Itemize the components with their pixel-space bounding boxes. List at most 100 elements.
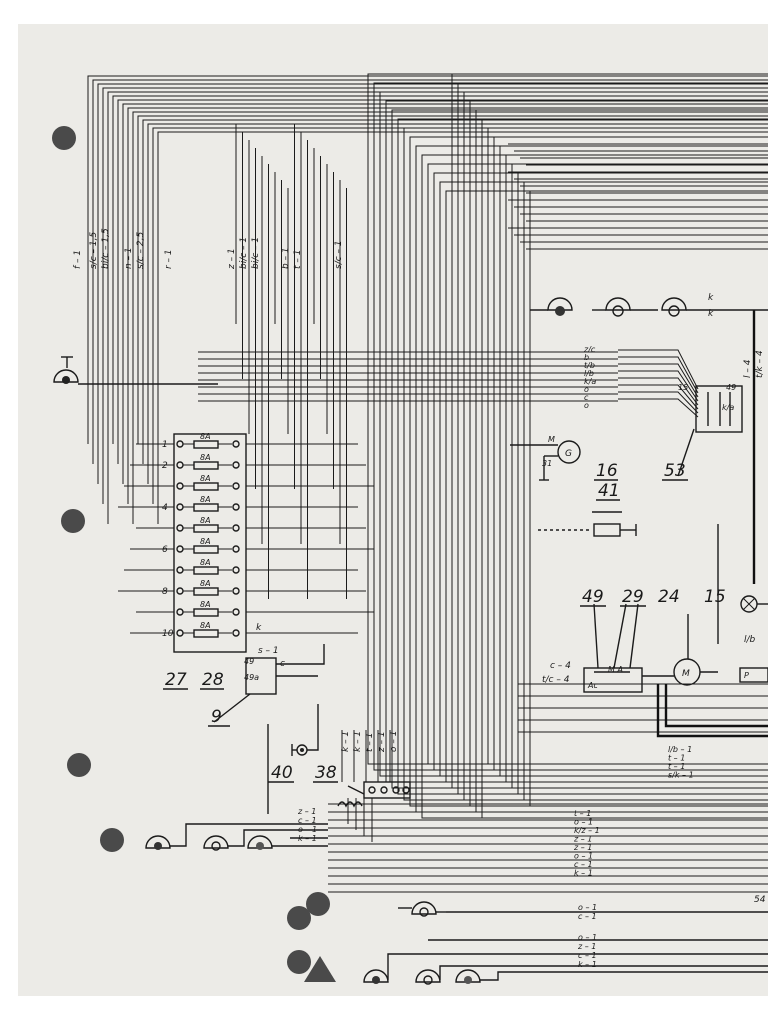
- relay-53: [677, 385, 743, 477]
- wire-code-label: o – 1: [298, 825, 317, 834]
- fuse-row-number: 4: [162, 503, 168, 513]
- wire-code-label: s/c – 1,5: [89, 232, 99, 269]
- fuse-box: [173, 433, 247, 653]
- svg-text:k: k: [708, 293, 714, 303]
- label-9: 9: [211, 707, 222, 727]
- fuse-row-number: 10: [162, 629, 174, 639]
- svg-text:k: k: [708, 309, 714, 319]
- wire-code-label: k/a: [722, 403, 734, 412]
- fuse-rating-label: 8A: [200, 495, 211, 504]
- wire-code-label: z – 1: [377, 731, 387, 753]
- svg-text:s – 1: s – 1: [258, 646, 279, 656]
- svg-text:k: k: [256, 623, 262, 633]
- wire-code-label: s/k – 1: [668, 771, 694, 780]
- fuse-row-number: 6: [162, 545, 168, 555]
- fuse-rating-label: 8A: [200, 579, 211, 588]
- wire-code-label: c – 1: [578, 912, 597, 921]
- fuse-rating-label: 8A: [200, 453, 211, 462]
- label-28: 28: [202, 670, 224, 690]
- wire-code-label: f – 1: [73, 250, 83, 269]
- wire-code-label: l – 4: [743, 359, 753, 378]
- wire-code-label: o: [584, 385, 589, 394]
- svg-text:54: 54: [754, 895, 766, 905]
- wire-code-label: c – 1: [298, 816, 317, 825]
- label-16: 16: [596, 461, 618, 481]
- wire-code-label: bi/c – 1: [239, 237, 249, 269]
- fuse-rating-label: 8A: [200, 516, 211, 525]
- misc-labels: s – 1 k c 49 49a G M 31 M c – 4 t/c – 4 …: [244, 293, 766, 905]
- fuse-rating-label: 8A: [200, 537, 211, 546]
- label-29: 29: [622, 587, 644, 607]
- wire-code-label: z – 1: [573, 835, 592, 844]
- wire-code-label: t – 1: [668, 762, 685, 771]
- svg-text:31: 31: [542, 459, 552, 468]
- fuse-row-number: 2: [162, 461, 168, 471]
- wire-code-label: b – 1: [281, 247, 291, 269]
- wire-code-label: s/c – 1: [334, 240, 344, 269]
- top-lamp-symbols: [530, 297, 768, 317]
- label-15: 15: [704, 587, 726, 607]
- wire-code-label: s/c – 2,5: [136, 232, 146, 269]
- wire-code-label: t/k – 4: [755, 350, 765, 378]
- svg-text:P: P: [744, 671, 749, 680]
- wire-code-label: l/b: [584, 369, 594, 378]
- wire-code-label: t/b: [584, 361, 595, 370]
- wire-code-label: k/a: [584, 377, 596, 386]
- wire-code-label: bi/c – 1: [251, 237, 261, 269]
- wire-code-label: l/b – 1: [668, 745, 692, 754]
- label-49: 49: [582, 587, 604, 607]
- svg-text:t/c – 4: t/c – 4: [542, 675, 570, 685]
- wire-code-label: o – 1: [578, 903, 597, 912]
- wire-code-label: k – 1: [353, 731, 363, 752]
- svg-text:l/b: l/b: [744, 635, 756, 645]
- label-41: 41: [598, 481, 620, 501]
- wire-code-label: z – 1: [573, 843, 592, 852]
- label-24: 24: [658, 587, 680, 607]
- wire-code-label: o – 1: [389, 731, 399, 752]
- wire-harness: [87, 73, 768, 893]
- svg-text:c: c: [280, 659, 285, 669]
- generator-g-label: G: [565, 449, 572, 459]
- wire-code-label: t – 1: [293, 250, 303, 269]
- wire-code-label: k – 1: [578, 960, 597, 969]
- wire-code-label: k – 1: [574, 869, 593, 878]
- label-53: 53: [664, 461, 686, 481]
- wire-code-label: k – 1: [341, 731, 351, 752]
- wire-code-label: o: [584, 401, 589, 410]
- label-40: 40: [271, 763, 293, 783]
- switch-41: [538, 511, 637, 537]
- wiring-diagram: 27 28 9 40 38 16 41 53 49 29 24 15 8A18A…: [52, 73, 768, 985]
- wire-code-label: t – 1: [574, 809, 591, 818]
- wire-code-label: c – 1: [578, 951, 597, 960]
- wire-code-label: t – 1: [668, 754, 685, 763]
- reference-blots: [52, 126, 336, 982]
- wire-code-label: bi/c – 1,5: [101, 228, 111, 269]
- connector-40: [291, 704, 319, 756]
- generator-16: [510, 440, 581, 481]
- wire-code-label: c – 1: [574, 860, 593, 869]
- wire-code-label: c: [584, 393, 589, 402]
- fuse-rating-label: 8A: [200, 600, 211, 609]
- wire-code-label: o – 1: [578, 933, 597, 942]
- label-27: 27: [165, 670, 187, 690]
- wire-code-label: b: [584, 353, 589, 362]
- bottom-left-lamps: [145, 823, 328, 851]
- motor-m-label: M: [682, 669, 690, 679]
- svg-text:49a: 49a: [244, 673, 259, 682]
- wire-code-label: Ac: [587, 681, 598, 690]
- wire-code-label: t – 1: [365, 733, 375, 752]
- wire-code-label: 15: [678, 383, 688, 392]
- wire-code-label: n – 1: [124, 247, 134, 269]
- wire-code-label: z – 1: [227, 248, 237, 270]
- wire-code-label: 49: [726, 383, 736, 392]
- wire-code-label: M A: [608, 665, 623, 674]
- left-lamp-symbol: [53, 356, 218, 385]
- fuse-row-number: 8: [162, 587, 168, 597]
- wire-code-label: z/c: [583, 345, 596, 354]
- wire-code-label: o – 1: [574, 852, 593, 861]
- terminal-block-38: [337, 781, 411, 808]
- fuse-rating-label: 8A: [200, 474, 211, 483]
